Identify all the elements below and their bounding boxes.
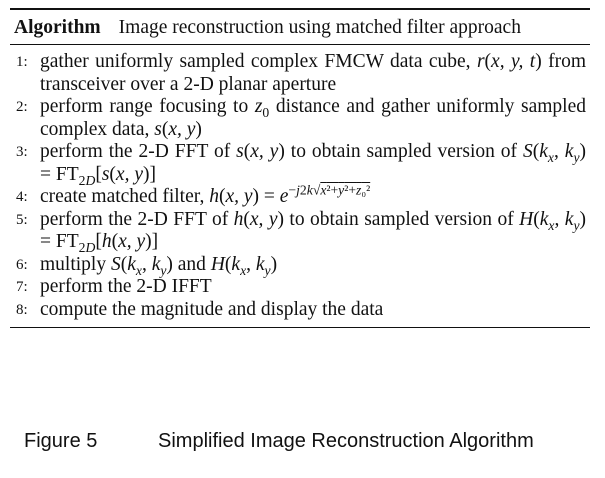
step-7: 7: perform the 2-D IFFT [14, 276, 586, 299]
step-2: 2: perform range focusing to z0 distance … [14, 96, 586, 141]
algorithm-title: Image reconstruction using matched filte… [118, 17, 521, 38]
figure-caption: Figure 5 Simplified Image Reconstruction … [24, 430, 534, 453]
step-text: perform the 2-D IFFT [40, 276, 212, 297]
step-number: 1: [16, 54, 28, 70]
step-text: perform the 2-D FFT of h(x, y) to obtain… [40, 208, 586, 255]
step-number: 6: [16, 256, 28, 273]
step-number: 4: [16, 189, 28, 205]
top-rule [10, 8, 590, 10]
step-8: 8: compute the magnitude and display the … [14, 299, 586, 322]
step-1: 1: gather uniformly sampled complex FMCW … [14, 51, 586, 96]
algorithm-steps: 1: gather uniformly sampled complex FMCW … [10, 45, 590, 327]
step-text: create matched filter, h(x, y) = e−j2k√x… [40, 182, 371, 207]
algorithm-header: Algorithm Image reconstruction using matc… [10, 10, 590, 44]
bottom-rule [10, 327, 590, 328]
step-number: 5: [16, 211, 28, 228]
figure-number: Figure 5 [24, 430, 98, 452]
step-4: 4: create matched filter, h(x, y) = e−j2k… [14, 182, 586, 209]
step-text: compute the magnitude and display the da… [40, 298, 384, 320]
step-text: perform the 2-D FFT of s(x, y) to obtain… [40, 141, 586, 188]
step-number: 7: [16, 279, 28, 295]
step-3: 3: perform the 2-D FFT of s(x, y) to obta… [14, 141, 586, 188]
step-text: perform range focusing to z0 distance an… [40, 96, 586, 140]
algorithm-box: Algorithm Image reconstruction using matc… [10, 8, 590, 328]
step-text: gather uniformly sampled complex FMCW da… [40, 51, 587, 95]
step-6: 6: multiply S(kx, ky) and H(kx, ky) [14, 254, 586, 277]
caption-text: Simplified Image Reconstruction Algorith… [158, 430, 534, 452]
step-number: 8: [16, 301, 28, 318]
header-rule [10, 44, 590, 45]
step-number: 3: [16, 144, 28, 160]
step-number: 2: [16, 99, 28, 115]
step-text: multiply S(kx, ky) and H(kx, ky) [40, 253, 278, 278]
algorithm-label: Algorithm [14, 17, 101, 38]
step-5: 5: perform the 2-D FFT of h(x, y) to obta… [14, 208, 586, 255]
